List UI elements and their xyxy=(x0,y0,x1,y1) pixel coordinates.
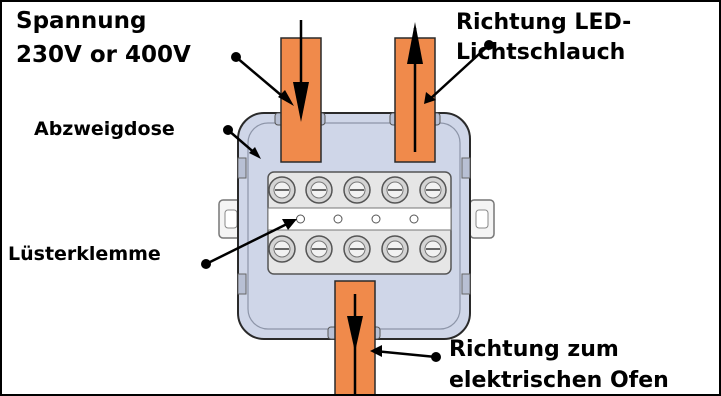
terminal-screw xyxy=(305,235,333,263)
led-direction-label-line2: Lichtschlauch xyxy=(456,40,626,65)
terminal-screw xyxy=(268,176,296,204)
leader-box xyxy=(223,125,261,159)
leader-oven xyxy=(370,345,441,362)
leader-led xyxy=(424,40,494,104)
supply-voltage-label: Spannung xyxy=(16,8,147,34)
supply-direction-arrow xyxy=(293,20,309,122)
junction-box-label: Abzweigdose xyxy=(34,118,175,140)
oven-direction-arrow xyxy=(347,294,363,394)
terminal-screw xyxy=(268,235,296,263)
mounting-lug-right xyxy=(469,199,495,239)
supply-voltage-value-label: 230V or 400V xyxy=(16,42,191,68)
terminal-screws xyxy=(268,176,447,263)
terminal-separator xyxy=(333,214,343,224)
terminal-screw xyxy=(343,235,371,263)
leader-supply xyxy=(231,52,294,106)
terminal-separator xyxy=(409,214,419,224)
terminal-screw xyxy=(419,235,447,263)
terminal-separator xyxy=(371,214,381,224)
oven-direction-label: Richtung zum xyxy=(449,337,619,362)
terminal-screw xyxy=(343,176,371,204)
led-direction-arrow xyxy=(407,22,423,152)
terminal-screw xyxy=(381,235,409,263)
terminal-screw xyxy=(381,176,409,204)
terminal-separator xyxy=(296,214,305,224)
leader-terminal xyxy=(201,219,297,269)
terminal-block-label: Lüsterklemme xyxy=(8,243,161,265)
terminal-screw xyxy=(305,176,333,204)
terminal-screw xyxy=(419,176,447,204)
oven-direction-label-line2: elektrischen Ofen xyxy=(449,368,669,393)
led-direction-label: Richtung LED- xyxy=(456,10,632,35)
